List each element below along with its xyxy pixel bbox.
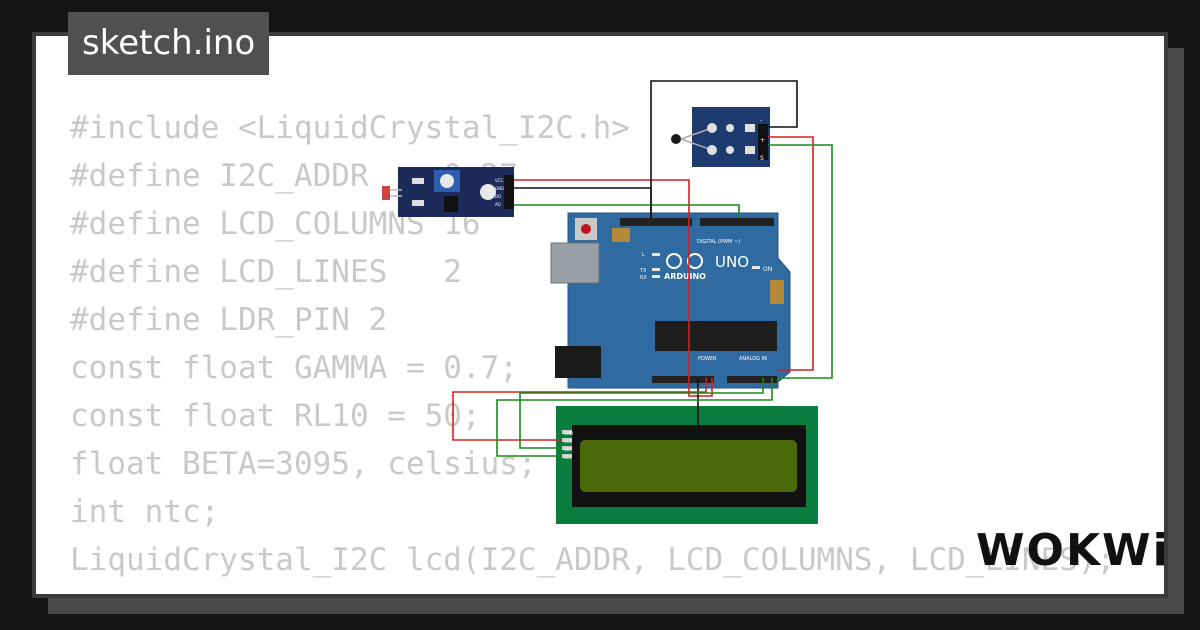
ntc-temperature-sensor[interactable]: - + S — [671, 107, 770, 167]
solder-pad — [726, 124, 734, 132]
smd-resistor — [412, 178, 424, 184]
lcd-pin-scl — [562, 454, 572, 458]
usb-port — [550, 242, 600, 284]
lcd-pin-sda — [562, 446, 572, 450]
ntc-pcb — [692, 107, 770, 167]
lcd-pin-vcc — [562, 438, 572, 442]
ntc-header — [758, 124, 768, 160]
wires — [452, 80, 833, 457]
code-line: const float GAMMA = 0.7; — [70, 350, 518, 386]
ntc-gnd-wire[interactable] — [650, 80, 798, 218]
resistor — [745, 146, 755, 154]
ldr-sensor — [382, 186, 390, 200]
tx-label: TX — [639, 268, 647, 274]
ldr-pin-label-gnd: GND — [495, 186, 504, 191]
reset-button-cap — [581, 224, 591, 234]
ntc-pin-label-vcc: + — [760, 137, 765, 144]
wokwi-logo[interactable]: WOKWi — [976, 525, 1170, 576]
digital-pwm-label: DIGITAL (PWM ~) — [697, 239, 740, 245]
code-line: LiquidCrystal_I2C lcd(I2C_ADDR, LCD_COLU… — [70, 542, 1116, 578]
power-jack — [555, 346, 601, 378]
digital-header-left — [620, 218, 692, 226]
comparator-chip — [444, 196, 458, 212]
code-line: void setup() { — [70, 584, 1115, 594]
lcd-pin-gnd — [562, 430, 572, 434]
ldr-pin-label-vcc: VCC — [495, 178, 504, 183]
lcd-sda-wire[interactable] — [519, 378, 764, 449]
lcd-pin-label-scl: SCL — [564, 455, 572, 460]
rx-led — [652, 275, 660, 278]
resistor — [745, 124, 755, 132]
icsp-header-top — [612, 228, 630, 242]
lcd-1602-i2c[interactable]: GND VCC SDA SCL — [556, 406, 818, 524]
arduino-infinity-left — [666, 253, 682, 269]
arduino-model: UNO — [715, 253, 749, 271]
l-led — [652, 253, 660, 256]
lcd-scl-wire[interactable] — [496, 378, 773, 457]
analog-header — [727, 376, 777, 383]
potentiometer-knob — [440, 174, 454, 188]
rx-label: RX — [640, 275, 647, 281]
code-background: #include <LiquidCrystal_I2C.h>#define I2… — [70, 104, 1116, 594]
ldr-vcc-wire[interactable] — [514, 179, 713, 397]
file-title-tab: sketch.ino — [68, 12, 270, 75]
led-indicator — [480, 184, 496, 200]
on-label: ON — [763, 266, 772, 273]
thermistor-leg — [680, 138, 713, 151]
digital-header-right — [700, 218, 774, 226]
arduino-brand: ARDUINO — [664, 272, 706, 281]
ntc-thermistor — [671, 134, 681, 144]
ntc-vcc-wire[interactable] — [768, 136, 814, 371]
atmega-chip — [655, 321, 777, 351]
lcd-vcc-wire[interactable] — [452, 378, 707, 441]
thermistor-leg — [680, 127, 713, 140]
ldr-pin-label-do: DO — [495, 194, 501, 199]
arduino-uno-board[interactable]: ARDUINO UNO DIGITAL (PWM ~) POWER ANALOG… — [550, 212, 791, 389]
smd-resistor — [412, 200, 424, 206]
ldr-header — [504, 175, 514, 209]
code-line: #include <LiquidCrystal_I2C.h> — [70, 110, 630, 146]
analog-in-label: ANALOG IN — [739, 356, 767, 362]
code-line: int ntc; — [70, 494, 220, 530]
code-line: #define LDR_PIN 2 — [70, 302, 388, 338]
tx-led — [652, 268, 660, 271]
on-led — [752, 266, 760, 269]
lcd-screen — [580, 440, 797, 492]
icsp-header — [770, 280, 784, 304]
l-led-label: L — [642, 252, 645, 258]
ldr-pin-label-ao: AO — [495, 202, 501, 207]
arduino-infinity-right — [687, 253, 703, 269]
lcd-pin-label-sda: SDA — [564, 447, 573, 452]
ntc-signal-wire[interactable] — [768, 144, 833, 379]
solder-pad — [707, 123, 717, 133]
ldr-photoresistor-module[interactable]: VCC GND DO AO — [382, 167, 514, 217]
ntc-pin-label-signal: S — [760, 155, 764, 162]
code-line: #define LCD_LINES 2 — [70, 254, 462, 290]
power-header — [652, 376, 714, 383]
ntc-pin-label-gnd: - — [760, 117, 762, 124]
solder-pad — [726, 146, 734, 154]
code-line: float BETA=3095, celsius; — [70, 446, 537, 482]
power-label: POWER — [698, 356, 717, 362]
ldr-do-wire[interactable] — [514, 204, 740, 218]
lcd-pin-label-gnd: GND — [564, 431, 573, 436]
lcd-pin-label-vcc: VCC — [564, 439, 573, 444]
solder-pad — [707, 145, 717, 155]
